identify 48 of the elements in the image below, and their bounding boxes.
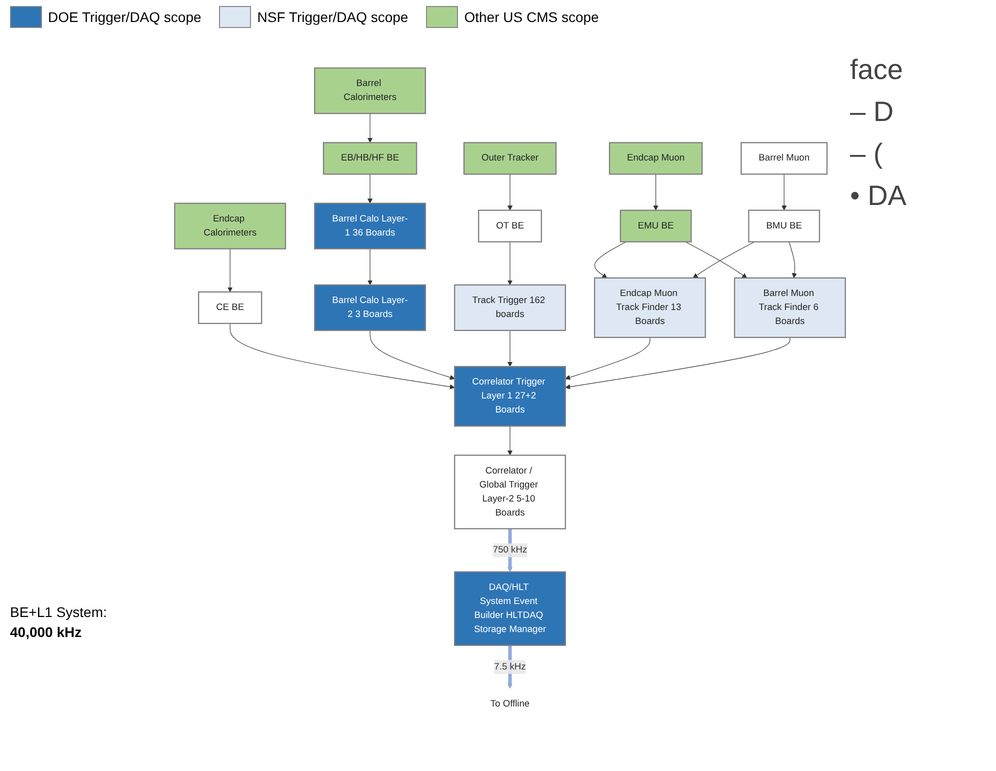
arrow (367, 174, 373, 204)
node-box: Barrel Calorimeters (314, 67, 426, 114)
arrow (367, 248, 373, 286)
node-box: DAQ/HLT System Event Builder HLTDAQ Storage Manager (454, 571, 566, 646)
node-box: CE BE (198, 291, 262, 324)
arrow (685, 242, 748, 278)
slide-text-fragment: face (850, 54, 904, 86)
slide-text-fragment: – ( (850, 138, 884, 170)
node-text: To Offline (490, 699, 530, 709)
node-box: Correlator Trigger Layer 1 27+2 Boards (454, 366, 566, 427)
node-box: EMU BE (620, 210, 692, 242)
arrow (788, 242, 797, 278)
edge-label: 7.5 kHz (494, 662, 526, 672)
arrow (507, 242, 513, 286)
arrow (565, 337, 790, 390)
node-box: OT BE (478, 210, 542, 242)
node-box: Endcap Calorimeters (174, 202, 286, 250)
arrow (507, 174, 513, 211)
arrow (370, 330, 455, 380)
note-text: BE+L1 System: (10, 604, 108, 620)
note-text: 40,000 kHz (10, 624, 83, 640)
arrow (367, 113, 373, 143)
node-box: Endcap Muon (608, 142, 703, 175)
node-box: Barrel Muon Track Finder 6 Boards (734, 277, 846, 338)
arrow (230, 323, 455, 390)
slide-text-fragment: – D (850, 96, 895, 128)
node-box: Outer Tracker (463, 142, 557, 175)
arrow (653, 174, 658, 211)
slide-text-fragment: • DA (850, 180, 908, 212)
node-box: Barrel Calo Layer-1 36 Boards (314, 202, 426, 250)
legend-label: Other US CMS scope (464, 9, 599, 25)
arrow (782, 174, 787, 211)
node-box: Track Trigger 162 boards (454, 284, 566, 332)
node-box: Barrel Calo Layer-2 3 Boards (314, 284, 426, 332)
legend-label: NSF Trigger/DAQ scope (257, 9, 408, 25)
arrow (228, 248, 233, 292)
node-box: BMU BE (748, 210, 820, 242)
arrow (565, 337, 650, 380)
arrow (507, 330, 513, 367)
arrow (507, 426, 513, 456)
legend-label: DOE Trigger/DAQ scope (48, 9, 202, 25)
arrow (692, 242, 755, 278)
node-box: EB/HB/HF BE (322, 142, 418, 175)
edge-label: 750 kHz (492, 545, 528, 555)
node-box: Barrel Muon (740, 142, 828, 175)
node-box: Endcap Muon Track Finder 13 Boards (594, 277, 706, 338)
arrow (594, 242, 627, 278)
node-box: Correlator / Global Trigger Layer-2 5-10 Boards (454, 454, 566, 530)
